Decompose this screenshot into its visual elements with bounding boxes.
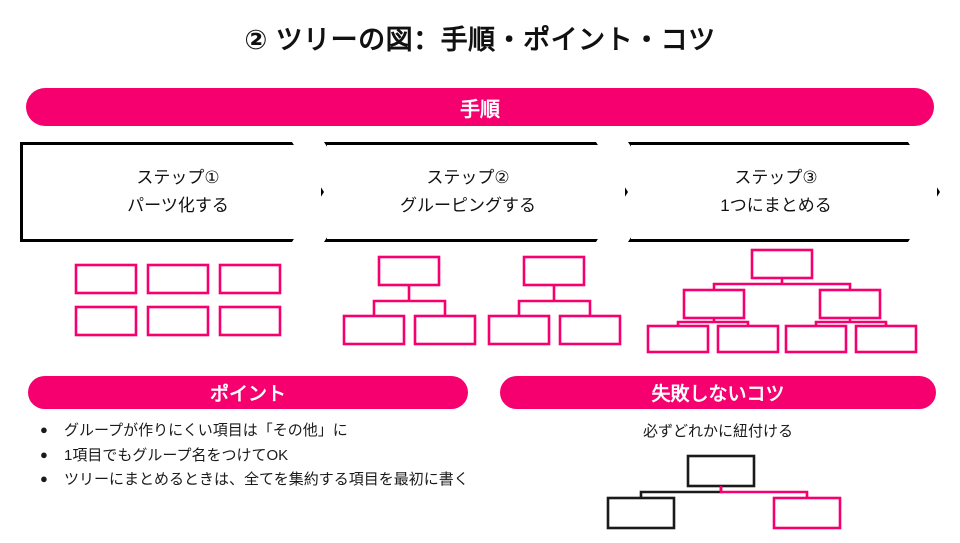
bullet-dot-icon: ● [40, 471, 48, 487]
illustration-step2-grouped-trees [342, 255, 622, 346]
step-card-3-content: ステップ③ 1つにまとめる [720, 167, 832, 215]
procedure-steps: ステップ① パーツ化する ステップ② グルーピングする ステップ③ 1つにまとめ… [20, 142, 940, 242]
illustration-svg [74, 248, 918, 354]
points-item-3: ツリーにまとめるときは、全てを集約する項目を最初に書く [64, 471, 469, 489]
illustration-step1-loose-parts [74, 263, 282, 337]
points-item-1: グループが作りにくい項目は「その他」に [64, 422, 348, 439]
list-item: ● 1項目でもグループ名をつけてOK [34, 444, 474, 468]
step-card-1-content: ステップ① パーツ化する [127, 167, 229, 215]
section-banner-procedure-label: 手順 [460, 98, 500, 121]
section-banner-tips: 失敗しないコツ [500, 376, 936, 409]
bullet-dot-icon: ● [40, 446, 48, 462]
page-title: ② ツリーの図：手順・ポイント・コツ [244, 25, 716, 55]
tips-diagram-pink-branch [719, 486, 842, 530]
illustration-band [0, 248, 960, 356]
step-card-3[interactable]: ステップ③ 1つにまとめる [628, 142, 940, 242]
illustration-step3-merged-tree [646, 248, 918, 354]
step-2-action: グルーピングする [400, 195, 536, 215]
step-card-2[interactable]: ステップ② グルーピングする [324, 142, 628, 242]
tips-caption: 必ずどれかに紐付ける [642, 423, 793, 440]
list-item: ● グループが作りにくい項目は「その他」に [34, 419, 474, 443]
step-2-number: ステップ② [426, 167, 510, 187]
section-banner-tips-label: 失敗しないコツ [651, 384, 785, 405]
list-item: ● ツリーにまとめるときは、全てを集約する項目を最初に書く [34, 468, 474, 492]
bullet-dot-icon: ● [40, 422, 48, 437]
section-banner-points: ポイント [28, 376, 468, 409]
points-list: ● グループが作りにくい項目は「その他」に ● 1項目でもグループ名をつけてOK… [34, 419, 474, 493]
section-banner-procedure: 手順 [26, 88, 934, 126]
step-3-number: ステップ③ [734, 167, 818, 187]
step-card-1[interactable]: ステップ① パーツ化する [20, 142, 324, 242]
step-1-number: ステップ① [136, 167, 220, 187]
step-card-2-content: ステップ② グルーピングする [400, 167, 536, 215]
section-banner-points-label: ポイント [209, 384, 286, 405]
step-3-action: 1つにまとめる [720, 195, 832, 215]
tips-diagram-svg [606, 454, 842, 530]
points-item-2: 1項目でもグループ名をつけてOK [64, 446, 289, 464]
tips-diagram [580, 448, 880, 538]
step-1-action: パーツ化する [127, 195, 229, 215]
